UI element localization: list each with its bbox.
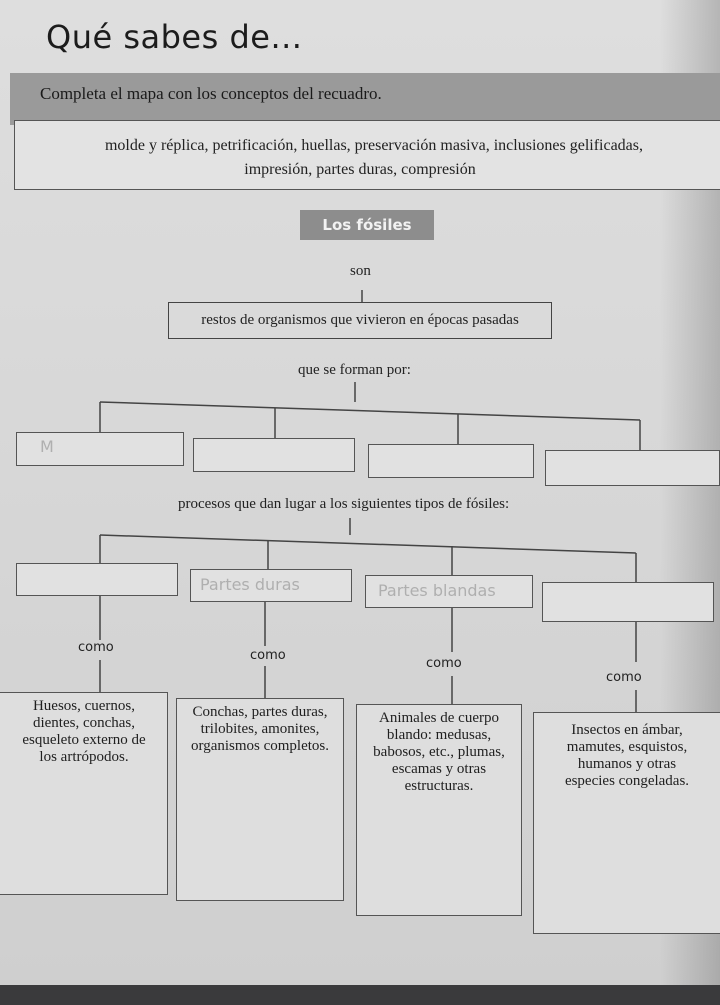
process-box-2[interactable] [193,438,355,472]
handwritten-type-3: Partes blandas [378,581,496,600]
link-como-1: como [78,640,114,655]
link-como-4: como [606,670,642,685]
link-son: son [350,263,371,279]
process-box-1[interactable] [16,432,184,466]
example-box-1 [0,692,168,895]
instruction-band [10,73,720,125]
example-box-2 [176,698,344,901]
type-box-1[interactable] [16,563,178,596]
link-como-2: como [250,648,286,663]
type-box-3[interactable] [365,575,533,608]
example-box-4 [533,712,720,934]
instructions-text: Completa el mapa con los conceptos del r… [40,84,382,103]
example-text-4: Insectos en ámbar,mamutes, esquistos,hum… [564,722,690,789]
page-title: Qué sabes de... [46,18,303,56]
process-box-4[interactable] [545,450,720,486]
concept-list-line-2: impresión, partes duras, compresión [244,161,476,178]
link-forman: que se forman por: [298,362,411,378]
type-box-2[interactable] [190,569,352,602]
type-box-4[interactable] [542,582,714,622]
example-box-3 [356,704,522,916]
main-concept-node: Los fósiles [300,210,434,240]
example-text-1: Huesos, cuernos,dientes, conchas,esquele… [22,698,146,765]
link-como-3: como [426,656,462,671]
handwritten-process-1: M [40,437,54,456]
concept-list-line-1: molde y réplica, petrificación, huellas,… [104,137,644,154]
example-text-2: Conchas, partes duras,trilobites, amonit… [190,704,330,754]
process-box-3[interactable] [368,444,534,478]
definition-box: restos de organismos que vivieron en épo… [168,302,552,339]
concept-box [14,120,720,190]
handwritten-type-2: Partes duras [200,575,300,594]
link-procesos: procesos que dan lugar a los siguientes … [178,496,510,512]
